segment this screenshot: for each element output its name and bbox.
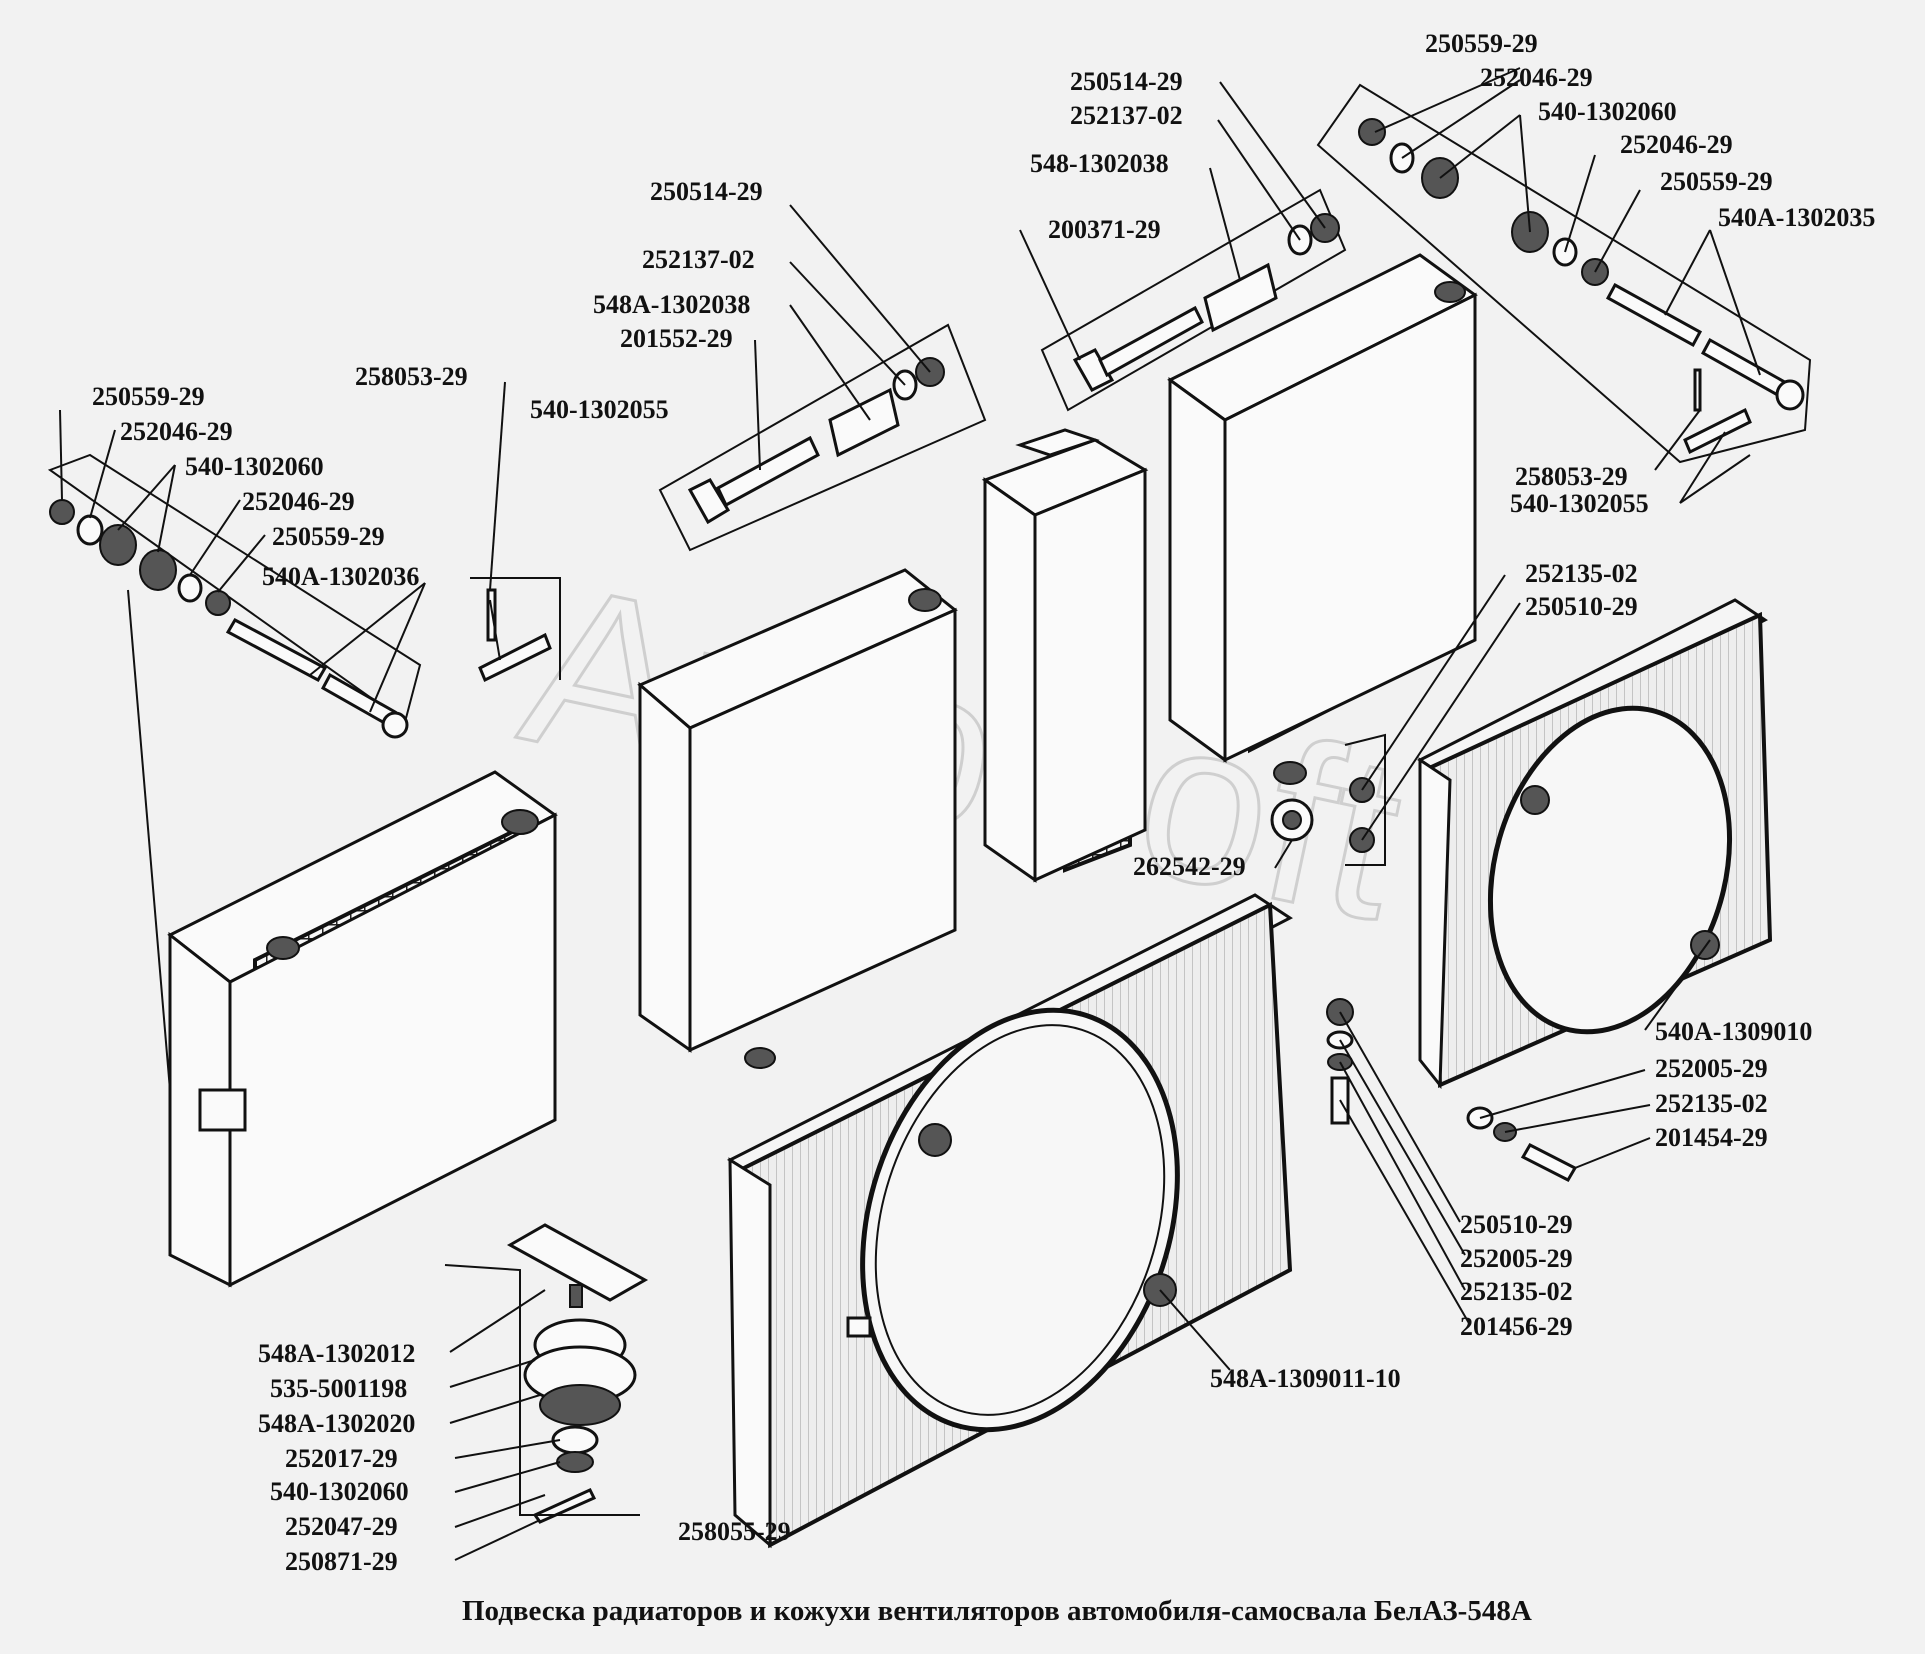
mount-pad-assembly <box>444 1223 649 1524</box>
label-548-1302038: 548-1302038 <box>1030 149 1169 178</box>
label-252005-29-a: 252005-29 <box>1655 1054 1768 1083</box>
label-252046-29-b: 252046-29 <box>242 487 355 516</box>
diagram-caption: Подвеска радиаторов и кожухи вентиляторо… <box>462 1595 1532 1627</box>
label-540-1302055-b: 540-1302055 <box>1510 489 1649 518</box>
label-252135-02-b: 252135-02 <box>1655 1089 1768 1118</box>
label-252046-29-c: 252046-29 <box>1480 63 1593 92</box>
label-250514-29-b: 250514-29 <box>1070 67 1183 96</box>
label-540-1302055-a: 540-1302055 <box>530 395 669 424</box>
label-200371-29: 200371-29 <box>1048 215 1161 244</box>
fastener-group-middle <box>658 323 987 552</box>
label-548a-1302012: 548A-1302012 <box>258 1339 415 1368</box>
label-540a-1302035: 540A-1302035 <box>1718 203 1875 232</box>
label-252137-02-b: 252137-02 <box>1070 101 1183 130</box>
label-540a-1309010: 540A-1309010 <box>1655 1017 1812 1046</box>
label-540-1302060-c: 540-1302060 <box>270 1477 409 1506</box>
label-250559-29-d: 250559-29 <box>1660 167 1773 196</box>
label-252017-29: 252017-29 <box>285 1444 398 1473</box>
label-548a-1302038: 548A-1302038 <box>593 290 750 319</box>
fastener-group-left <box>47 453 561 739</box>
radiator-core-middle <box>637 568 958 1069</box>
label-252046-29-a: 252046-29 <box>120 417 233 446</box>
label-252005-29-b: 252005-29 <box>1460 1244 1573 1273</box>
label-262542-29: 262542-29 <box>1133 852 1246 881</box>
label-250559-29-c: 250559-29 <box>1425 29 1538 58</box>
label-250559-29-b: 250559-29 <box>272 522 385 551</box>
label-548a-1302020: 548A-1302020 <box>258 1409 415 1438</box>
label-535-5001198: 535-5001198 <box>270 1374 407 1403</box>
leader-lines <box>59 67 1761 1561</box>
radiator-core-left <box>167 770 558 1288</box>
label-540-1302060-a: 540-1302060 <box>185 452 324 481</box>
label-201552-29: 201552-29 <box>620 324 733 353</box>
label-252135-02-c: 252135-02 <box>1460 1277 1573 1306</box>
label-258053-29-a: 258053-29 <box>355 362 468 391</box>
label-540-1302060-b: 540-1302060 <box>1538 97 1677 126</box>
label-252047-29: 252047-29 <box>285 1512 398 1541</box>
label-250559-29-a: 250559-29 <box>92 382 205 411</box>
label-201454-29: 201454-29 <box>1655 1123 1768 1152</box>
label-252135-02-a: 252135-02 <box>1525 559 1638 588</box>
label-258053-29-b: 258053-29 <box>1515 462 1628 491</box>
fan-shroud-small <box>1417 598 1773 1090</box>
fan-shroud-large <box>726 893 1293 1549</box>
label-258055-29: 258055-29 <box>678 1517 791 1546</box>
label-252046-29-d: 252046-29 <box>1620 130 1733 159</box>
label-201456-29: 201456-29 <box>1460 1312 1573 1341</box>
label-250510-29-a: 250510-29 <box>1525 592 1638 621</box>
label-250510-29-b: 250510-29 <box>1460 1210 1573 1239</box>
radiator-core-right <box>1167 253 1478 785</box>
label-250514-29-a: 250514-29 <box>650 177 763 206</box>
label-548a-1309011-10: 548A-1309011-10 <box>1210 1364 1401 1393</box>
radiator-core-narrow <box>981 428 1149 883</box>
part-labels: 250559-29 252046-29 540-1302060 252046-2… <box>92 29 1875 1576</box>
label-250871-29: 250871-29 <box>285 1547 398 1576</box>
label-540a-1302036: 540A-1302036 <box>262 562 419 591</box>
label-252137-02-a: 252137-02 <box>642 245 755 274</box>
